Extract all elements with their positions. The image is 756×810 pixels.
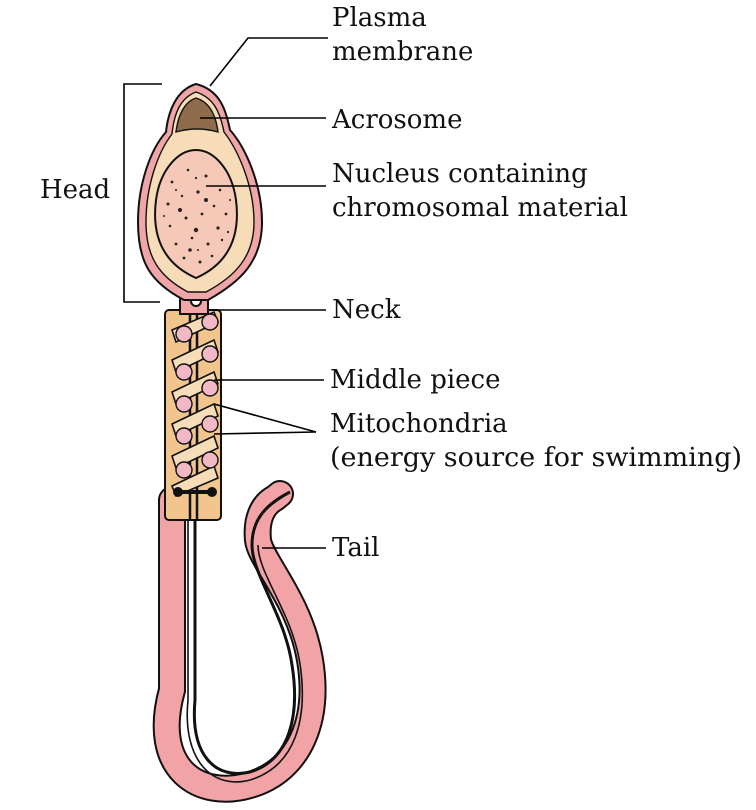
head xyxy=(136,82,264,301)
labels: Plasma membrane Acrosome Nucleus contain… xyxy=(40,3,742,563)
label-middle-piece: Middle piece xyxy=(330,365,501,395)
end-ring-knob xyxy=(173,487,183,497)
label-nucleus-1: Nucleus containing xyxy=(332,159,588,189)
tail-fill xyxy=(154,482,325,801)
label-mitochondria-1: Mitochondria xyxy=(330,409,508,439)
end-ring-knob xyxy=(207,487,217,497)
chromosomal-material xyxy=(163,168,231,264)
acrosome xyxy=(175,97,219,133)
plasma-membrane-leader xyxy=(209,37,328,87)
mitochondria xyxy=(175,313,219,479)
axial-filament xyxy=(192,490,296,775)
mitochondria-leader-1 xyxy=(213,403,317,433)
leader-lines xyxy=(200,37,328,549)
label-nucleus-2: chromosomal material xyxy=(332,193,628,223)
middle-piece xyxy=(164,309,222,521)
label-mitochondria-2: (energy source for swimming) xyxy=(330,443,742,473)
nucleus xyxy=(154,148,238,280)
label-acrosome: Acrosome xyxy=(331,105,462,135)
label-plasma-membrane-2: membrane xyxy=(332,37,473,67)
mitochondria-leader-2 xyxy=(213,431,317,435)
label-head: Head xyxy=(40,175,110,205)
head-bracket xyxy=(123,83,162,303)
label-neck: Neck xyxy=(332,295,401,325)
axial-filament-inner xyxy=(186,500,304,783)
label-plasma-membrane-1: Plasma xyxy=(332,3,427,33)
tail xyxy=(152,480,327,803)
label-tail: Tail xyxy=(332,533,379,563)
